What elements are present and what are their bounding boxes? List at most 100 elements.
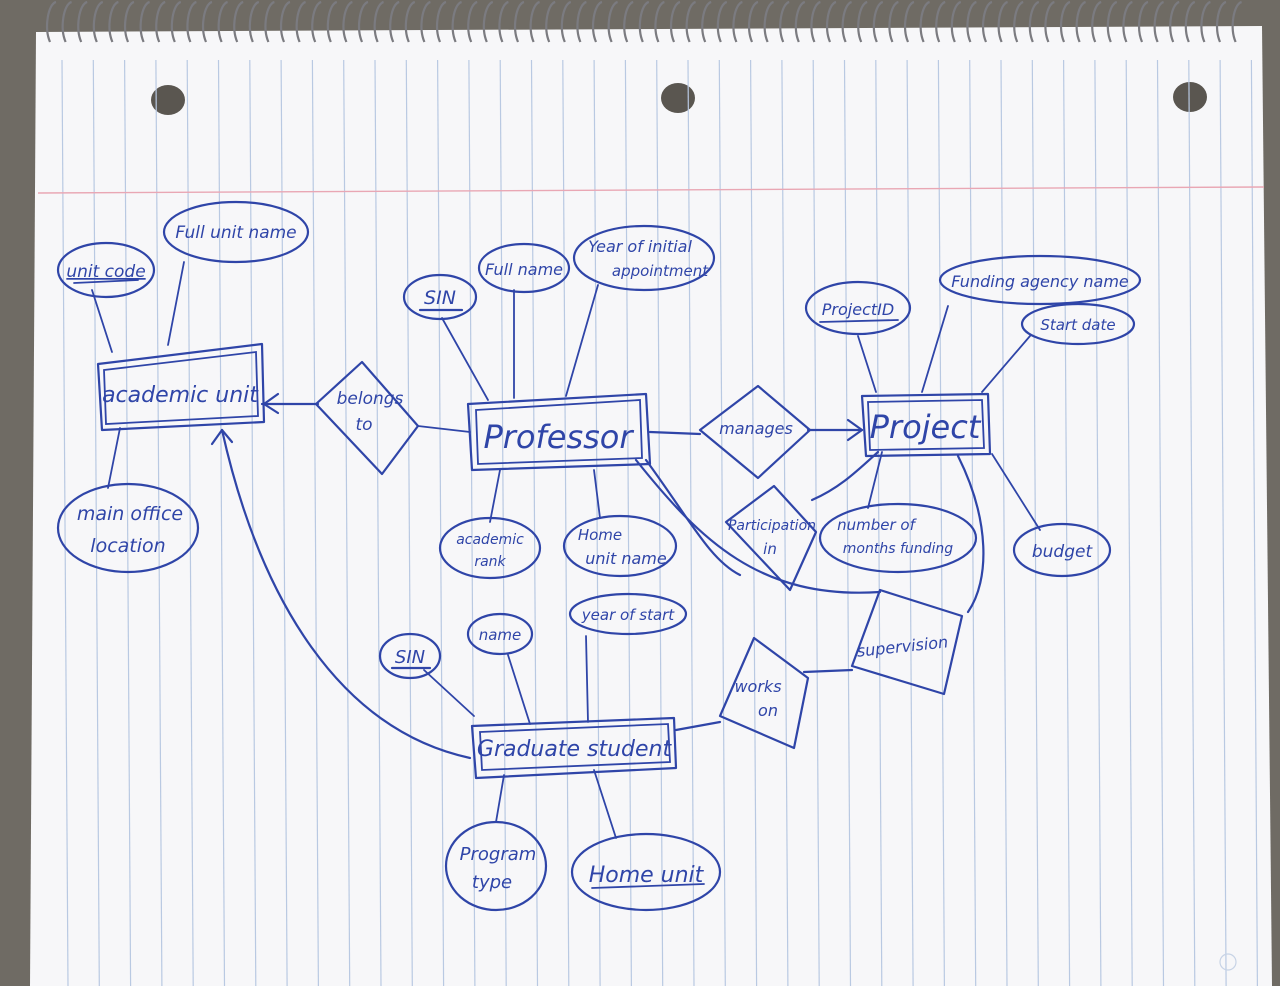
ruled-line xyxy=(562,59,570,986)
ruled-line xyxy=(530,59,539,986)
spiral-coil xyxy=(217,0,229,43)
ruled-line xyxy=(437,59,445,986)
attribute-full-unit-name: Full unit name xyxy=(162,200,310,264)
spiral-coil xyxy=(592,0,603,43)
ruled-line xyxy=(593,59,601,986)
ruled-line xyxy=(843,59,852,986)
ruled-line xyxy=(1188,59,1196,986)
attribute-start-date: Start date xyxy=(1020,302,1136,346)
ruled-line xyxy=(1000,59,1008,986)
spiral-coil xyxy=(155,0,166,43)
attribute-program-type-label-1: Program xyxy=(460,844,537,865)
ruled-line xyxy=(906,59,914,986)
ruled-line xyxy=(311,59,319,986)
attribute-number-months-label-2: months funding xyxy=(843,541,954,557)
spiral-coil xyxy=(826,0,837,43)
spiral-coil xyxy=(1028,0,1040,43)
spiral-coil xyxy=(701,0,712,43)
attribute-budget: budget xyxy=(1012,522,1112,578)
spiral-coil xyxy=(108,0,119,43)
spiral-coil xyxy=(92,0,104,43)
entity-professor-label: Professor xyxy=(483,418,634,456)
spiral-coil xyxy=(1138,0,1149,43)
spiral-coil xyxy=(420,0,431,43)
attribute-year-initial-label-1: Year of initial xyxy=(588,237,692,256)
spiral-coil xyxy=(202,0,213,43)
spiral-coil xyxy=(1060,0,1071,43)
spiral-coil xyxy=(373,0,385,43)
attribute-full-unit-name-label: Full unit name xyxy=(175,223,296,243)
ruled-line xyxy=(249,59,257,986)
spiral-coil xyxy=(716,0,728,43)
spiral-coil xyxy=(685,0,697,43)
spiral-coil xyxy=(1200,0,1211,43)
relationship-works-on-label-1: works xyxy=(734,677,781,696)
spiral-coil xyxy=(857,0,868,43)
ruled-line xyxy=(61,59,69,986)
spiral-coil xyxy=(545,0,556,43)
spiral-coil xyxy=(248,0,260,43)
attribute-unit-code-label: unit code xyxy=(66,262,145,282)
relationship-participation-in: Participation in xyxy=(724,484,818,592)
relationship-belongs-to-label-1: belongs xyxy=(337,389,404,409)
ruled-line xyxy=(374,59,382,986)
attribute-professor-sin-label: SIN xyxy=(424,287,456,309)
spiral-coil xyxy=(1216,0,1227,43)
ruled-line xyxy=(405,59,413,986)
spiral-coil xyxy=(1231,0,1243,43)
ruled-line xyxy=(749,59,758,986)
spiral-binding xyxy=(46,0,1243,43)
spiral-coil xyxy=(451,0,463,43)
attribute-unit-code: unit code xyxy=(56,241,156,299)
ruled-line xyxy=(499,59,507,986)
ruled-line xyxy=(1156,59,1165,986)
ruled-line xyxy=(1094,59,1102,986)
spiral-coil xyxy=(61,0,73,43)
attribute-year-initial-appointment: Year of initial appointment xyxy=(572,224,716,292)
attribute-year-of-start: year of start xyxy=(568,592,688,636)
spiral-coil xyxy=(264,0,275,43)
spiral-coil xyxy=(560,0,572,43)
spiral-coil xyxy=(982,0,993,43)
attribute-academic-rank-label-2: rank xyxy=(474,554,506,570)
entity-academic-unit-label: academic unit xyxy=(102,383,259,408)
attribute-main-office-label-2: location xyxy=(90,535,165,557)
spiral-coil xyxy=(1075,0,1087,43)
ruled-line xyxy=(1062,59,1071,986)
entity-graduate-student-label: Graduate student xyxy=(477,737,673,762)
spiral-coil xyxy=(670,0,681,43)
ruled-line xyxy=(1219,59,1227,986)
spiral-coil xyxy=(935,0,946,43)
spiral-coil xyxy=(389,0,400,43)
attribute-project-id: ProjectID xyxy=(804,280,912,336)
spiral-coil xyxy=(529,0,541,43)
spiral-coil xyxy=(872,0,884,43)
spiral-coil xyxy=(919,0,931,43)
spiral-coil xyxy=(888,0,899,43)
spiral-coil xyxy=(1169,0,1180,43)
spiral-coil xyxy=(139,0,151,43)
ruled-line xyxy=(186,59,194,986)
spiral-coil xyxy=(623,0,634,43)
entity-academic-unit: academic unit xyxy=(96,342,266,432)
relationship-belongs-to-label-2: to xyxy=(355,415,372,435)
ruled-line xyxy=(155,59,163,986)
spiral-coil xyxy=(436,0,447,43)
punch-hole-center xyxy=(661,83,695,113)
margin-line xyxy=(37,186,1265,194)
entity-professor: Professor xyxy=(466,392,652,472)
spiral-coil xyxy=(638,0,650,43)
attribute-graduate-sin-label: SIN xyxy=(395,647,425,668)
ruled-line xyxy=(343,59,351,986)
attribute-budget-label: budget xyxy=(1032,542,1094,562)
notebook-page xyxy=(30,26,1272,986)
ruled-line xyxy=(812,59,820,986)
attribute-project-id-label: ProjectID xyxy=(822,300,894,319)
ruled-line xyxy=(875,59,883,986)
entity-graduate-student: Graduate student xyxy=(470,716,678,780)
spiral-coil xyxy=(748,0,759,43)
ruled-line xyxy=(468,59,476,986)
entity-project: Project xyxy=(860,392,992,458)
attribute-professor-sin: SIN xyxy=(402,273,478,321)
